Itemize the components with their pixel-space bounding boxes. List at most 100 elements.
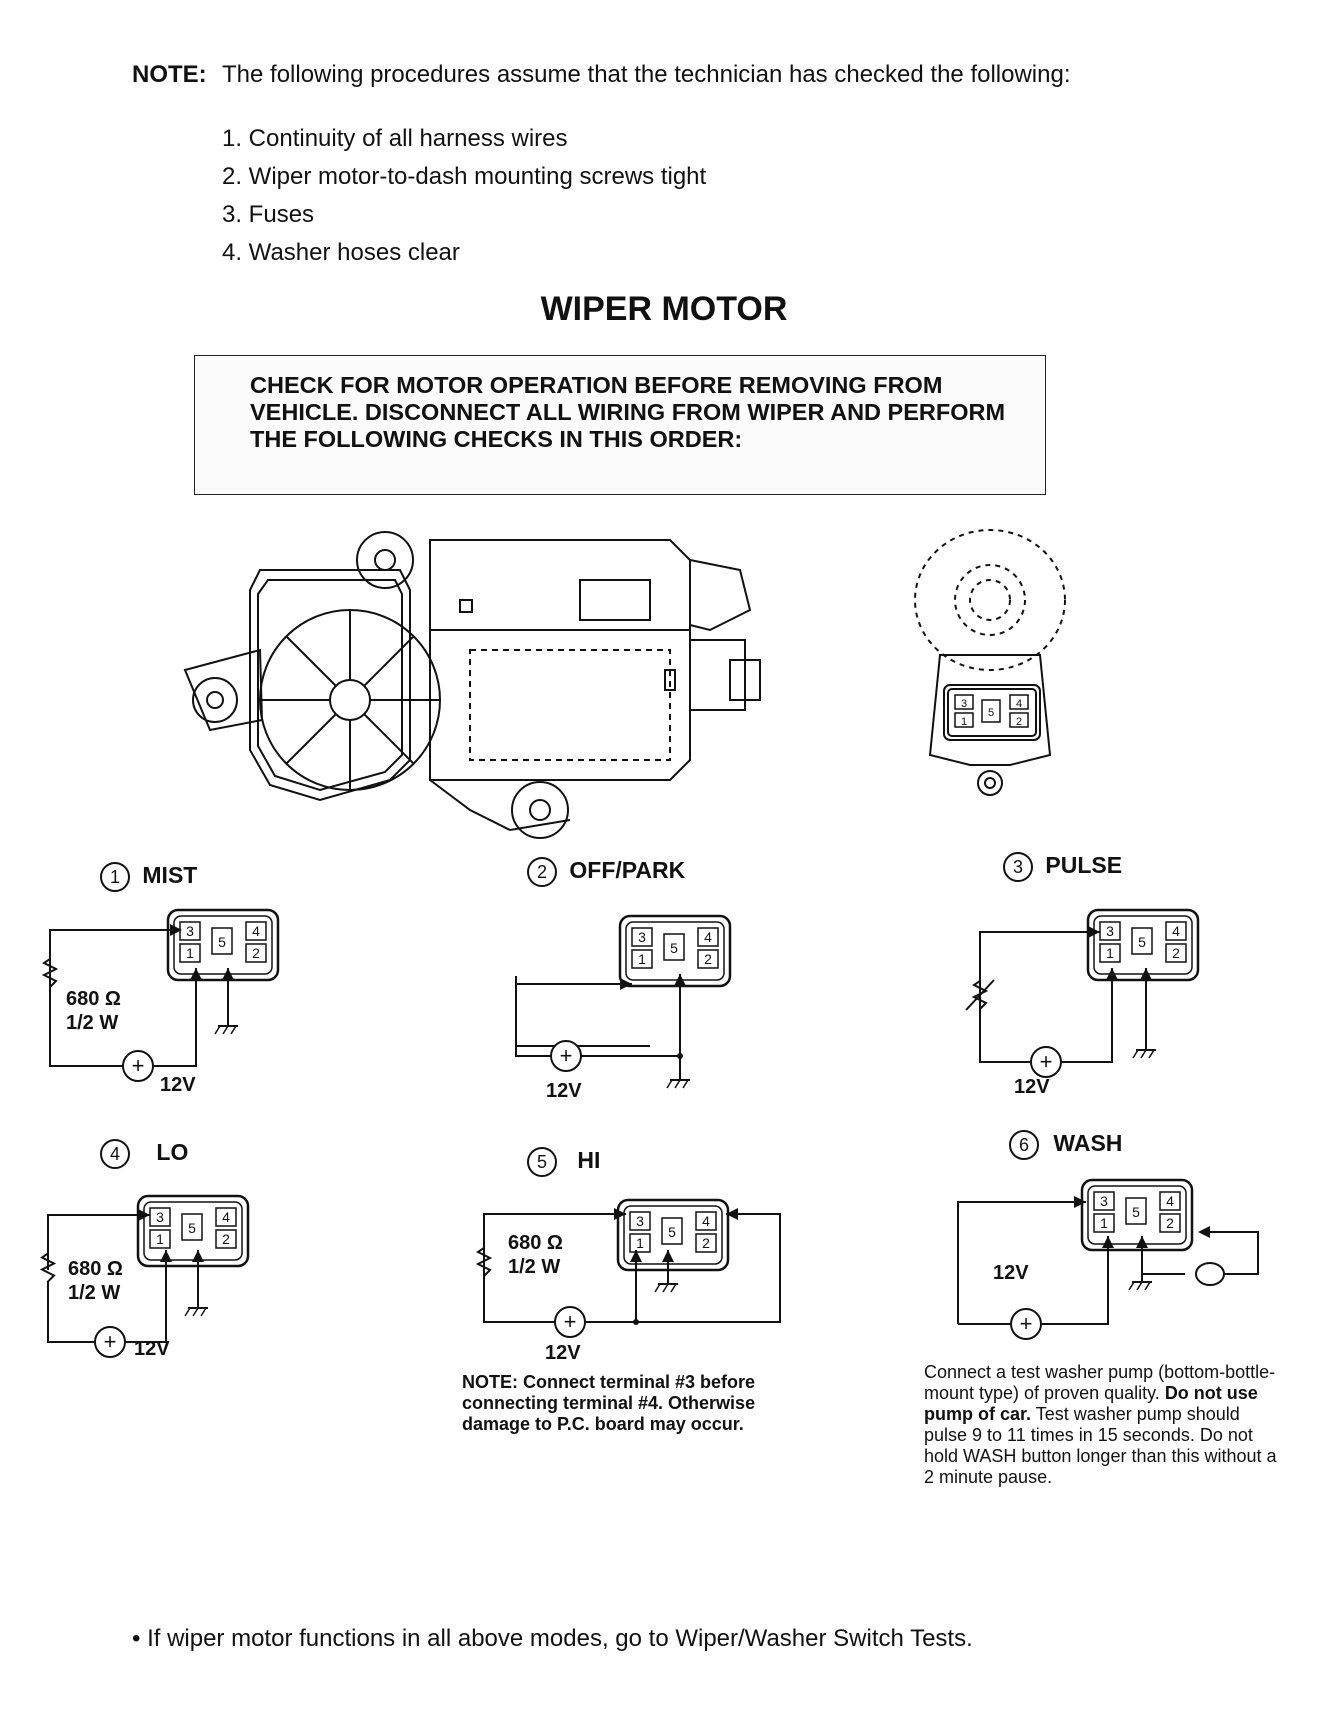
hi-resistor-watt: 1/2 W — [508, 1256, 561, 1278]
arrow-icon — [1136, 1236, 1148, 1248]
terminal-box — [631, 927, 653, 947]
warning-box: CHECK FOR MOTOR OPERATION BEFORE REMOVIN… — [194, 355, 1046, 495]
arrow-icon — [614, 1208, 626, 1220]
terminal-box — [661, 1217, 683, 1245]
mist-voltage: 12V — [160, 1074, 196, 1096]
wire — [1060, 968, 1113, 1063]
terminal-box — [629, 1233, 651, 1253]
term-5: 5 — [988, 707, 994, 719]
wash-note: Connect a test washer pump (bottom-bottl… — [924, 1362, 1284, 1488]
terminal-number: 3 — [156, 1209, 164, 1225]
wash-note-p1: Connect a test washer pump (bottom-bottl… — [924, 1362, 1276, 1403]
arrow-icon — [190, 968, 202, 980]
note-intro: The following procedures assume that the… — [222, 61, 1071, 88]
terminal-box — [663, 933, 685, 961]
wire — [1040, 1236, 1109, 1325]
term-2: 2 — [1016, 716, 1022, 728]
terminal-number: 2 — [1166, 1215, 1174, 1231]
terminal-number: 2 — [704, 951, 712, 967]
precheck-item: 4. Washer hoses clear — [222, 239, 460, 266]
test-name: LO — [156, 1139, 189, 1165]
resistor-icon — [41, 930, 59, 1016]
terminal-number: 5 — [1138, 934, 1146, 950]
terminal-box — [215, 1207, 237, 1227]
circled-number-icon: 1 — [100, 862, 130, 892]
terminal-number: 2 — [702, 1235, 710, 1251]
terminal-box — [1093, 1191, 1115, 1211]
terminal-box — [149, 1207, 171, 1227]
wire — [584, 1213, 781, 1323]
terminal-number: 1 — [186, 945, 194, 961]
test-name: WASH — [1053, 1130, 1123, 1156]
terminal-box — [1159, 1213, 1181, 1233]
wire — [47, 1320, 96, 1343]
terminal-box — [1131, 927, 1153, 955]
wash-note-p3: Test washer pump should pulse 9 to 11 ti… — [924, 1404, 1277, 1487]
test-2-label: 2 OFF/PARK — [527, 857, 685, 887]
terminal-box — [245, 921, 267, 941]
wire — [979, 1040, 1032, 1063]
arrow-icon — [1106, 968, 1118, 980]
lo-resistor-watt: 1/2 W — [68, 1282, 121, 1304]
plus-sign: + — [1040, 1049, 1053, 1074]
terminal-box — [695, 1233, 717, 1253]
terminal-number: 2 — [1172, 945, 1180, 961]
terminal-number: 3 — [638, 929, 646, 945]
terminal-box — [181, 1213, 203, 1241]
arrow-icon — [1102, 1236, 1114, 1248]
plus-sign: + — [132, 1053, 145, 1078]
arrow-icon — [222, 968, 234, 980]
terminal-box — [245, 943, 267, 963]
terminal-number: 4 — [1166, 1193, 1174, 1209]
hi-voltage: 12V — [545, 1342, 581, 1364]
term-1: 1 — [961, 716, 967, 728]
circled-number-icon: 5 — [527, 1147, 557, 1177]
term-4: 4 — [1016, 698, 1022, 710]
terminal-box — [1125, 1197, 1147, 1225]
wiper-motor-illustration — [183, 531, 761, 839]
plus-sign: + — [104, 1329, 117, 1354]
pulse-voltage: 12V — [1014, 1076, 1050, 1098]
circled-number-icon: 3 — [1003, 852, 1033, 882]
plus-sign: + — [564, 1309, 577, 1334]
terminal-number: 4 — [252, 923, 260, 939]
terminal-box — [179, 943, 201, 963]
test-4-label: 4 LO — [100, 1139, 188, 1169]
terminal-number: 4 — [702, 1213, 710, 1229]
resistor-icon — [475, 1214, 493, 1310]
wash-wire-a — [957, 1201, 1086, 1324]
plus-sign: + — [1020, 1311, 1033, 1336]
lo-resistor-value: 680 Ω — [68, 1258, 123, 1280]
note-label: NOTE: — [132, 61, 207, 88]
terminal-box — [697, 927, 719, 947]
mist-resistor-value: 680 Ω — [66, 988, 121, 1010]
test-name: PULSE — [1045, 852, 1123, 878]
arrow-icon — [1140, 968, 1152, 980]
wash-note-p2: Do not use pump of car. — [924, 1383, 1258, 1424]
mist-wire-c — [152, 968, 197, 1067]
arrow-icon — [630, 1250, 642, 1262]
terminal-box — [697, 949, 719, 969]
mist-resistor-watt: 1/2 W — [66, 1012, 119, 1034]
terminal-box — [1165, 943, 1187, 963]
wire — [1200, 1231, 1259, 1275]
circled-number-icon: 4 — [100, 1139, 130, 1169]
test-6-label: 6 WASH — [1009, 1130, 1122, 1160]
arrow-icon — [138, 1209, 150, 1221]
terminal-box — [1099, 943, 1121, 963]
terminal-number: 5 — [670, 940, 678, 956]
terminal-number: 5 — [668, 1224, 676, 1240]
precheck-item: 3. Fuses — [222, 201, 315, 228]
washer-pump-icon — [1195, 1262, 1225, 1286]
footer-instruction: • If wiper motor functions in all above … — [132, 1625, 973, 1652]
terminal-number: 5 — [188, 1220, 196, 1236]
offpark-voltage: 12V — [546, 1080, 582, 1102]
arrow-icon — [1198, 1226, 1210, 1238]
motor-end-view: 3 1 5 4 2 — [914, 529, 1066, 796]
terminal-box — [211, 927, 233, 955]
